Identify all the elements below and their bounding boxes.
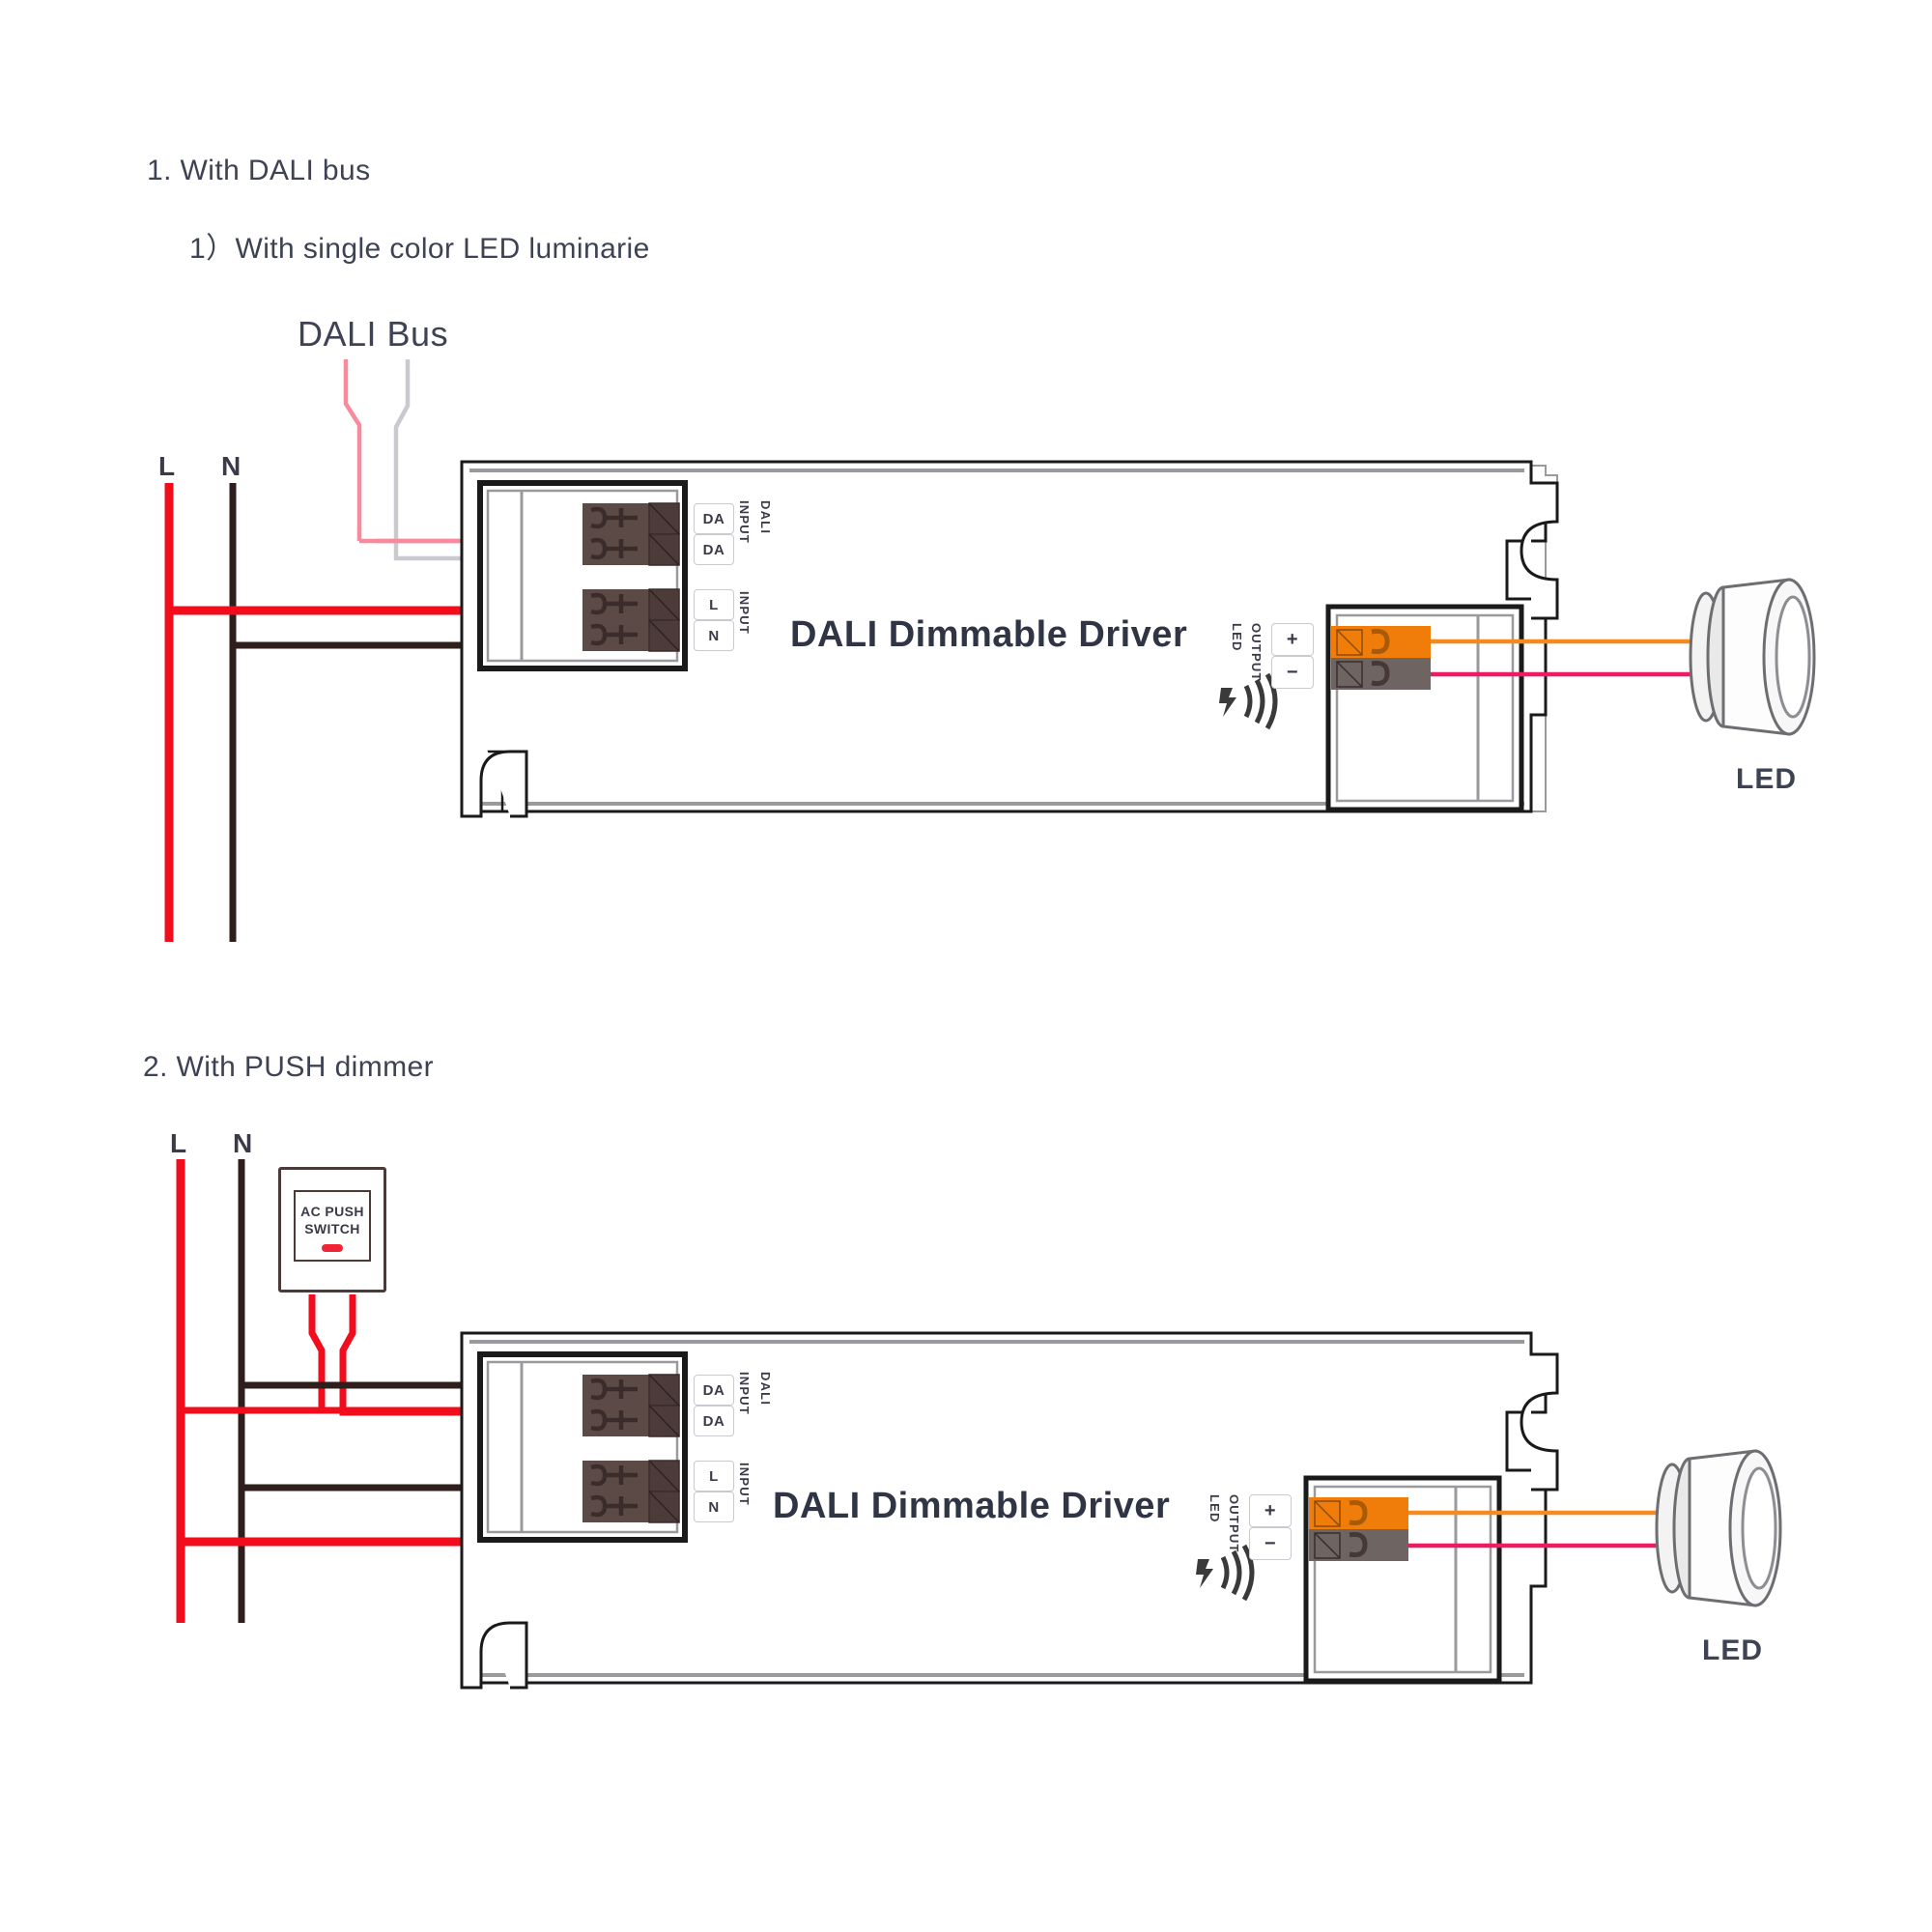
driver-2-output-plus-cell xyxy=(1314,1500,1341,1527)
section-1-subheading: 1）With single color LED luminarie xyxy=(189,233,650,265)
driver-2-bracket-notch-left xyxy=(460,1548,528,1690)
led-lamp-1 xyxy=(1689,578,1816,736)
driver-2-dali-clamp-1 xyxy=(590,1378,638,1401)
nfc-icon-wave-1 xyxy=(1243,684,1253,719)
push-led-indicator-icon xyxy=(322,1244,343,1252)
nfc-icon-wave-2 xyxy=(1254,678,1265,724)
driver-2-output-plus-clamp xyxy=(1349,1500,1368,1525)
driver-2-output-led-text: LED xyxy=(1208,1494,1222,1523)
driver-2-output-plus-slash xyxy=(1314,1500,1341,1527)
driver-2-output-compartment-inner xyxy=(1313,1485,1492,1674)
driver-1-da-label-1: DA xyxy=(694,503,734,534)
driver-2-output-minus-clamp xyxy=(1349,1532,1368,1557)
driver-2-mains-cell-2-slash xyxy=(648,1491,680,1523)
led-lamp-1-aperture xyxy=(1775,595,1811,719)
section-1-neutral-label: N xyxy=(221,451,242,481)
driver-2-output-text: OUTPUT xyxy=(1227,1494,1241,1553)
driver-2-output-minus-cell xyxy=(1314,1532,1341,1559)
driver-2-dali-cell-1-slash xyxy=(648,1374,680,1406)
section-1-live-label: L xyxy=(158,451,176,481)
driver-2-dali-cell-2-slash xyxy=(648,1405,680,1437)
dali-bus-label: DALI Bus xyxy=(298,314,449,354)
driver-2-title: DALI Dimmable Driver xyxy=(773,1486,1171,1526)
driver-2-da-label-1: DA xyxy=(694,1375,734,1406)
led-lamp-2 xyxy=(1655,1449,1782,1607)
driver-2-dali-clamp-2 xyxy=(590,1408,638,1432)
driver-2-mains-cell-1-slash xyxy=(648,1460,680,1492)
driver-1-mains-label-n: N xyxy=(694,620,734,651)
driver-1-mains-cell-1-slash xyxy=(648,588,680,621)
driver-2-dali-group-text: DALI xyxy=(758,1372,773,1406)
nfc-icon-2-wave-2 xyxy=(1231,1549,1242,1596)
section-1-load-label: LED xyxy=(1736,763,1797,795)
driver-2-mains-label-l: L xyxy=(694,1461,734,1492)
nfc-icon-2-wave-1 xyxy=(1220,1555,1230,1590)
driver-1-output-plus-clamp xyxy=(1371,629,1390,654)
driver-1-mains-cell-2-slash xyxy=(648,619,680,652)
driver-1-output-minus-clamp xyxy=(1371,661,1390,686)
driver-1-output-minus-cell xyxy=(1336,661,1363,688)
driver-2-da-label-2: DA xyxy=(694,1406,734,1436)
dali-bus-wire-pink xyxy=(343,359,362,541)
section-1-heading: 1. With DALI bus xyxy=(147,155,371,186)
driver-1-mains-label-l: L xyxy=(694,589,734,620)
driver-2-bracket-notch-right xyxy=(1520,1333,1559,1492)
driver-2-output-minus-slash xyxy=(1314,1532,1341,1559)
section-2-heading: 2. With PUSH dimmer xyxy=(143,1051,434,1083)
driver-1-output-compartment-inner xyxy=(1335,613,1515,803)
section-2-load-label: LED xyxy=(1702,1634,1763,1666)
nfc-icon-2-wave-3 xyxy=(1241,1544,1255,1602)
driver-1-dali-cell-2-slash xyxy=(648,533,680,566)
driver-1-title: DALI Dimmable Driver xyxy=(790,614,1188,655)
driver-1-da-label-2: DA xyxy=(694,534,734,565)
nfc-icon-bolt xyxy=(1219,688,1236,717)
ac-push-switch-label-line1: AC PUSH xyxy=(300,1204,364,1219)
nfc-icon-2-bolt xyxy=(1196,1559,1213,1588)
driver-1-bracket-notch-left xyxy=(460,676,528,818)
driver-1-bracket-notch-right xyxy=(1520,462,1559,620)
driver-2-input-compartment-inner xyxy=(486,1360,679,1534)
driver-2-output-label-plus: + xyxy=(1249,1494,1292,1527)
driver-1-mains-clamp-1 xyxy=(590,592,638,615)
driver-1-input-compartment-inner xyxy=(486,489,679,663)
driver-2-mains-label-n: N xyxy=(694,1492,734,1522)
nfc-icon-wave-3 xyxy=(1264,672,1278,730)
driver-2-dali-input-text: INPUT xyxy=(737,1372,752,1415)
driver-1-dali-clamp-2 xyxy=(590,537,638,560)
driver-1-mains-clamp-2 xyxy=(590,623,638,646)
nfc-icon-2 xyxy=(1196,1544,1255,1602)
section-2-live-label: L xyxy=(170,1128,187,1158)
led-lamp-2-aperture xyxy=(1741,1466,1777,1590)
nfc-icon xyxy=(1219,672,1278,730)
driver-1-output-plus-cell xyxy=(1336,629,1363,656)
driver-1-output-label-minus: − xyxy=(1271,656,1314,689)
driver-1-output-label-plus: + xyxy=(1271,623,1314,656)
driver-1-output-minus-slash xyxy=(1336,661,1363,688)
ac-push-switch-label-line2: SWITCH xyxy=(304,1221,360,1236)
driver-2-mains-clamp-2 xyxy=(590,1494,638,1518)
driver-2-output-label-minus: − xyxy=(1249,1527,1292,1560)
push-switch-wire-b xyxy=(339,1294,618,1416)
driver-1-dali-cell-1-slash xyxy=(648,502,680,535)
driver-2-mains-clamp-1 xyxy=(590,1463,638,1487)
driver-1-output-plus-slash xyxy=(1336,629,1363,656)
driver-2-mains-input-text: INPUT xyxy=(737,1463,752,1506)
section-2-neutral-label: N xyxy=(233,1128,253,1158)
driver-1-dali-clamp-1 xyxy=(590,506,638,529)
